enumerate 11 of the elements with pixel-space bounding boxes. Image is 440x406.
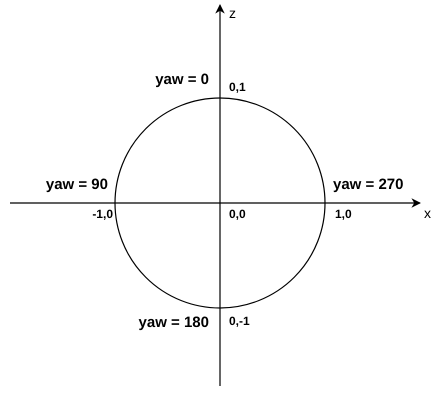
yaw-label: yaw = 90 <box>46 177 108 192</box>
yaw-label: yaw = 270 <box>333 177 404 192</box>
axis-label: z <box>229 6 236 20</box>
coordinate-label: 0,1 <box>229 81 246 93</box>
yaw-label: yaw = 0 <box>155 72 209 87</box>
coordinate-label: 1,0 <box>335 208 352 220</box>
yaw-label: yaw = 180 <box>138 315 209 330</box>
coordinate-label: 0,-1 <box>229 315 250 327</box>
coordinate-label: 0,0 <box>229 208 246 220</box>
coordinate-label: -1,0 <box>92 208 113 220</box>
axis-label: x <box>424 206 431 220</box>
